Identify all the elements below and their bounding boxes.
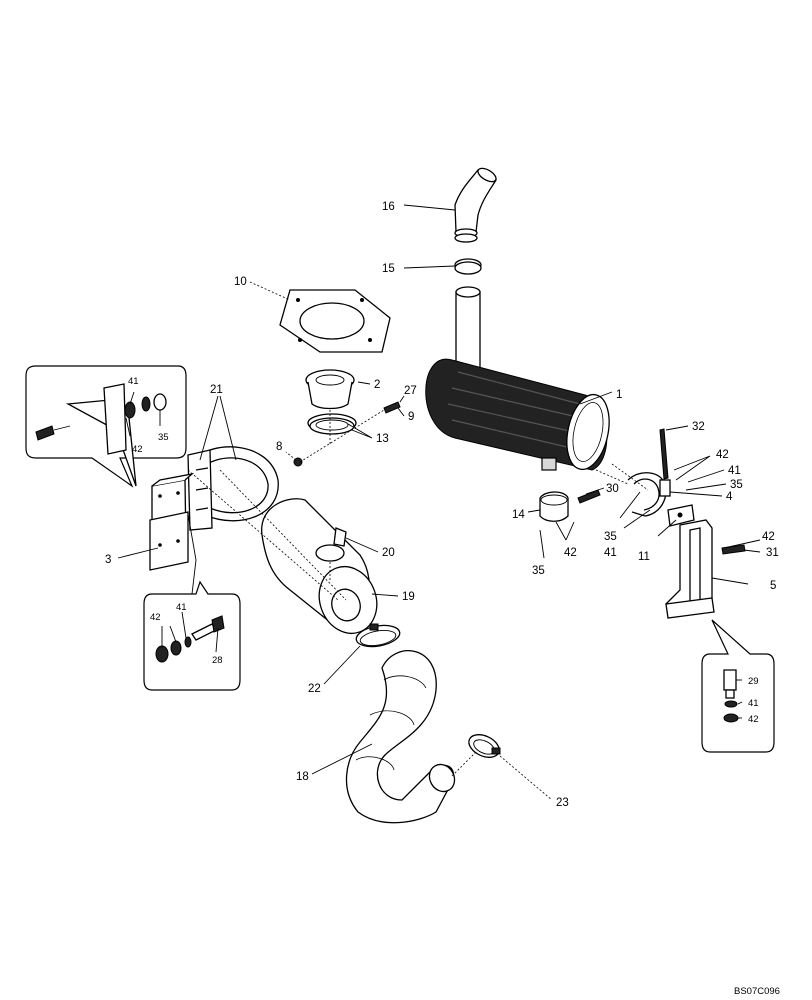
- rain-cap: [305, 369, 355, 410]
- screw-9: [383, 401, 401, 414]
- inset-left-hardware: [25, 365, 187, 488]
- muffler-band: [627, 472, 671, 517]
- callout-42-bracket5: 42: [762, 531, 775, 543]
- callout-19: 19: [402, 591, 415, 603]
- callout-35-band: 35: [604, 531, 617, 543]
- bolt-31: [721, 544, 746, 555]
- callout-23: 23: [556, 797, 569, 809]
- callout-30: 30: [606, 483, 619, 495]
- inset-lower-28: 28: [212, 655, 223, 666]
- inset-left-41: 41: [128, 376, 139, 387]
- callout-8: 8: [276, 441, 282, 453]
- inset-left-42: 42: [132, 444, 143, 455]
- callout-42-clamp14: 42: [564, 547, 577, 559]
- callout-1: 1: [616, 389, 622, 401]
- inset-lower-41: 41: [176, 602, 187, 613]
- callout-5: 5: [770, 580, 776, 592]
- callout-labels: 16 15 10 1 2 27 9 13 21 8 3 20 19 22 18 …: [105, 201, 780, 997]
- callout-18: 18: [296, 771, 309, 783]
- inset-lower-42: 42: [150, 612, 161, 623]
- callout-21: 21: [210, 384, 223, 396]
- callout-32: 32: [692, 421, 705, 433]
- leader-lines: [117, 204, 761, 801]
- callout-15: 15: [382, 263, 395, 275]
- callout-3: 3: [105, 554, 111, 566]
- inset-right-41: 41: [748, 698, 759, 709]
- drawing-reference: BS07C096: [734, 986, 780, 997]
- callout-35-clamp14: 35: [532, 565, 545, 577]
- callout-4: 4: [726, 491, 733, 503]
- callout-16: 16: [382, 201, 395, 213]
- callout-42-bracket4: 42: [716, 449, 729, 461]
- inset-right-hardware: [701, 619, 775, 753]
- callout-13: 13: [376, 433, 389, 445]
- exhaust-clamp-ring: [454, 258, 482, 275]
- callout-20: 20: [382, 547, 395, 559]
- callout-9: 9: [408, 411, 414, 423]
- inset-right-29: 29: [748, 676, 759, 687]
- muffler: [425, 358, 610, 471]
- bolt-30: [577, 489, 601, 504]
- callout-31: 31: [766, 547, 779, 559]
- callout-35-bracket4: 35: [730, 479, 743, 491]
- callout-41-bracket4: 41: [728, 465, 741, 477]
- callout-2: 2: [374, 379, 380, 391]
- air-cleaner-body: [261, 498, 378, 635]
- bolt-32: [659, 428, 669, 480]
- callout-27: 27: [404, 385, 417, 397]
- callout-14: 14: [512, 509, 525, 521]
- intake-hose: [345, 650, 456, 824]
- muffler-support-bracket: [665, 519, 715, 619]
- hose-clamp-23: [468, 734, 501, 758]
- exhaust-elbow-pipe: [454, 167, 497, 243]
- pipe-clamp-14: [539, 491, 569, 522]
- inset-lower-hardware: [143, 580, 241, 691]
- callout-10: 10: [234, 276, 247, 288]
- callout-11: 11: [638, 551, 650, 563]
- callout-41-band: 41: [604, 547, 617, 559]
- support-bracket: [149, 472, 195, 571]
- callout-22: 22: [308, 683, 321, 695]
- inset-right-42: 42: [748, 714, 759, 725]
- muffler-outlet-pipe: [455, 286, 481, 375]
- mounting-plate: [279, 289, 391, 353]
- seal-rings: [307, 413, 357, 435]
- hose-clamp-22: [355, 623, 401, 648]
- inset-left-35: 35: [158, 432, 169, 443]
